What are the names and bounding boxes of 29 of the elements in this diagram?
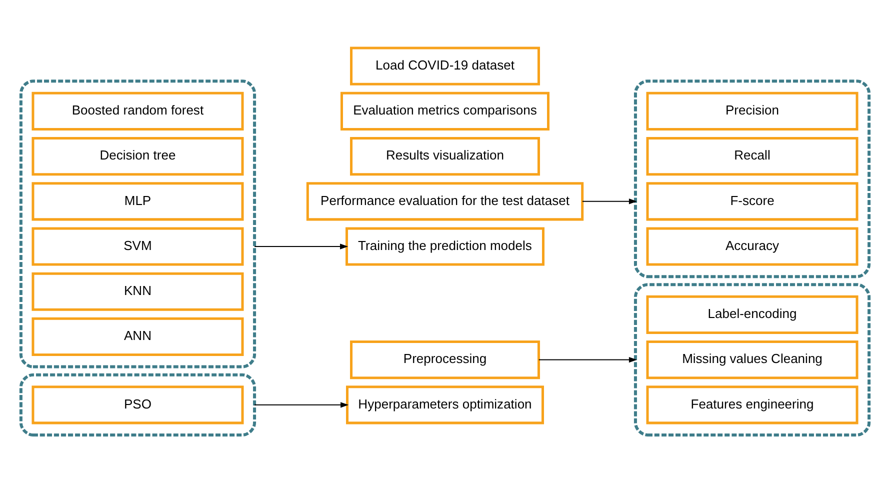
node-box: Preprocessing — [350, 340, 540, 380]
node-box: Missing values Cleaning — [646, 340, 858, 380]
node-box: Evaluation metrics comparisons — [340, 92, 550, 130]
node-box: PSO — [32, 386, 244, 424]
arrow — [538, 356, 637, 363]
node-box: KNN — [32, 272, 244, 311]
arrow — [254, 244, 348, 250]
node-box: Hyperparameters optimization — [346, 386, 544, 424]
cluster — [634, 80, 871, 278]
node-box: Decision tree — [32, 136, 244, 176]
node-box: Features engineering — [646, 386, 858, 424]
node-box: MLP — [32, 182, 244, 221]
arrow — [582, 198, 637, 204]
node-box: Load COVID-19 dataset — [350, 46, 540, 86]
arrow — [254, 402, 349, 408]
node-box: Boosted random forest — [32, 92, 244, 130]
node-box: Results visualization — [350, 136, 540, 176]
cluster — [19, 80, 256, 368]
cluster — [634, 283, 871, 436]
cluster — [19, 373, 256, 436]
node-box: SVM — [32, 227, 244, 266]
node-box: Accuracy — [646, 227, 858, 266]
node-box: Precision — [646, 92, 858, 130]
node-box: Training the prediction models — [346, 227, 544, 266]
node-box: ANN — [32, 317, 244, 356]
node-box: Label-encoding — [646, 295, 858, 334]
node-box: Performance evaluation for the test dataset — [306, 182, 584, 221]
node-box: F-score — [646, 182, 858, 221]
node-box: Recall — [646, 136, 858, 176]
